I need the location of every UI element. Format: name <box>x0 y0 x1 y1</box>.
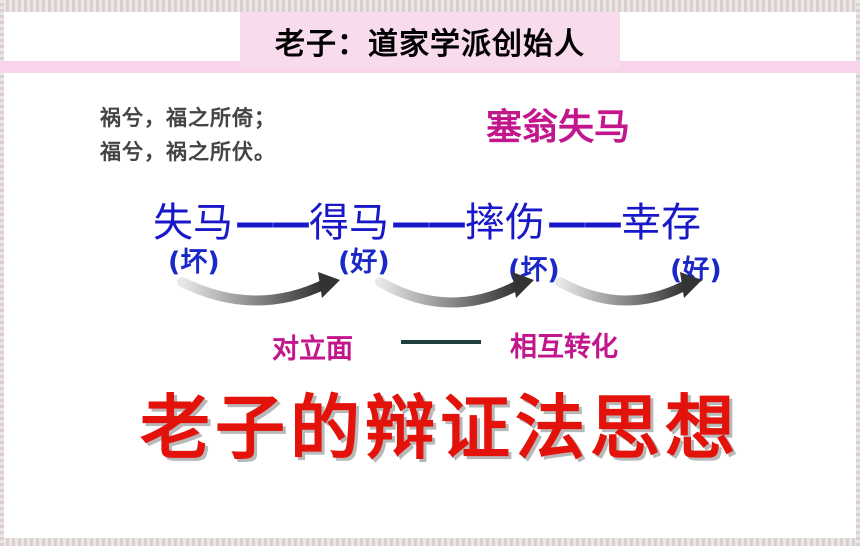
quote-line-2: 福兮，祸之所伏。 <box>100 140 276 164</box>
chain-item-4: 幸存 <box>621 200 701 246</box>
quote-line-1: 祸兮，福之所倚； <box>100 106 276 130</box>
relation-connector-line <box>401 340 481 344</box>
chain-item-3: 摔伤 <box>465 200 545 246</box>
slide-title: 老子：道家学派创始人 <box>240 12 620 69</box>
tag-good-1: (好) <box>338 247 390 278</box>
chain-connector-3: —— <box>547 200 623 246</box>
curved-arrow-3 <box>555 272 702 306</box>
frame-border-top <box>0 0 860 12</box>
frame-border-right <box>856 0 860 546</box>
mutual-transformation-label: 相互转化 <box>510 332 618 363</box>
chain-item-1: 失马 <box>153 200 233 246</box>
frame-border-bottom <box>0 538 860 546</box>
opposites-label: 对立面 <box>272 334 353 365</box>
chain-connector-2: —— <box>391 200 467 246</box>
idiom-title: 塞翁失马 <box>486 107 631 148</box>
frame-border-left <box>0 0 4 546</box>
chain-item-2: 得马 <box>309 200 389 246</box>
conclusion-heading: 老子的辩证法思想 <box>140 387 740 469</box>
tag-bad-1: (坏) <box>168 247 220 278</box>
curved-arrow-2 <box>375 272 534 308</box>
chain-connector-1: —— <box>235 200 311 246</box>
curved-arrow-1 <box>177 272 340 306</box>
event-chain: 失马——得马——摔伤——幸存 <box>153 190 701 248</box>
